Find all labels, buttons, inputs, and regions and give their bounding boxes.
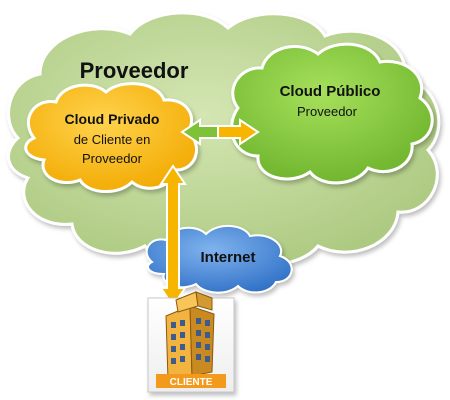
internet-label: Internet: [200, 249, 255, 266]
private-public-double-arrow: [180, 118, 260, 146]
private-cloud: [24, 82, 198, 194]
private-cloud-line2: de Cliente en: [74, 132, 151, 147]
private-cloud-line3: Proveedor: [82, 151, 143, 166]
client-box: [147, 291, 235, 393]
office-building-icon: [165, 291, 215, 381]
private-cloud-line1: Cloud Privado: [65, 111, 160, 127]
public-cloud: [230, 42, 434, 185]
public-cloud-title: Cloud Público: [280, 83, 381, 100]
provider-label: Proveedor: [80, 58, 189, 83]
client-label: CLIENTE: [170, 377, 213, 388]
public-cloud-subtitle: Proveedor: [297, 104, 358, 119]
